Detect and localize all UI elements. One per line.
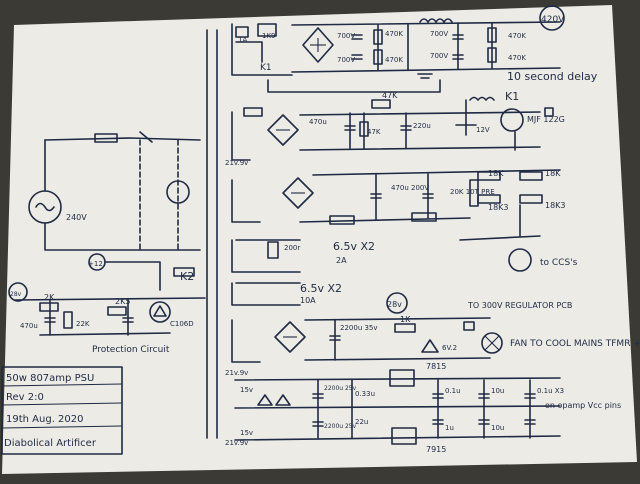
label-470k-d: 470K <box>508 54 526 62</box>
label-15v-b: 15v <box>240 429 253 437</box>
bus-bars <box>206 29 218 439</box>
label-2k5: 2K5 <box>115 297 130 306</box>
label-47k-b: 47K <box>367 128 381 136</box>
label-7815: 7815 <box>426 362 446 371</box>
label-7915: 7915 <box>426 445 446 454</box>
label-65v-x2: 6.5v X2 <box>333 240 375 253</box>
label-18k-a: 18K <box>488 169 504 178</box>
label-47k: 47K <box>382 91 398 100</box>
label-01u-x3: 0.1u X3 <box>537 387 564 395</box>
heater-section-b <box>231 282 301 306</box>
label-15v-a: 15v <box>240 386 253 394</box>
label-700v-b: 700V <box>337 56 355 64</box>
label-28v: 28v <box>387 300 402 309</box>
label-mjf: MJF 122G <box>527 115 565 124</box>
title-line4: Diabolical Artificer <box>4 438 97 449</box>
title-line2: Rev 2:0 <box>6 392 44 403</box>
label-470k-b: 470K <box>385 56 403 64</box>
label-12v: 12V <box>476 126 490 134</box>
opamp-supply-section <box>234 369 561 445</box>
label-6v2: 6V.2 <box>442 344 457 352</box>
label-700v-a: 700V <box>337 32 355 40</box>
hv-supply-section <box>231 5 565 93</box>
label-21v-b: 21v.9v <box>225 369 248 377</box>
ccs-supply-section <box>231 169 561 241</box>
label-470u-200v: 470u 200V <box>391 184 429 192</box>
label-470k-c: 470K <box>508 32 526 40</box>
protection-circuit <box>8 253 206 336</box>
label-to-regulator: TO 300V REGULATOR PCB <box>467 301 572 310</box>
delay-section: 10 second delay K1 <box>231 70 598 161</box>
label-c106d: C106D <box>170 320 194 328</box>
label-470u-b: 470u <box>20 322 38 330</box>
label-240v: 240V <box>66 213 87 222</box>
label-18k3-b: 18K3 <box>545 201 566 210</box>
label-fuse-1a: 1A <box>238 36 247 44</box>
title-block: 50w 807amp PSU Rev 2:0 19th Aug. 2020 Di… <box>1 366 123 455</box>
title-line3: 19th Aug. 2020 <box>6 414 84 425</box>
label-2a: 2A <box>336 256 347 265</box>
label-200r: 200r <box>284 244 300 252</box>
label-1u: 1u <box>445 424 454 432</box>
label-10u-b: 10u <box>491 424 504 432</box>
label-420v: 420V <box>541 15 565 25</box>
label-k1: K1 <box>505 90 519 103</box>
title-line1: 50w 807amp PSU <box>6 373 94 384</box>
label-1k9: 1K9 <box>262 32 276 40</box>
label-fan: FAN TO COOL MAINS TFMR + PSU <box>510 339 640 349</box>
paper-sheet <box>2 5 637 474</box>
label-2k: 2K <box>44 293 55 302</box>
label-2200u-25v-a: 2200u 25v <box>324 385 357 392</box>
label-delay: 10 second delay <box>507 70 598 83</box>
label-protection: Protection Circuit <box>92 345 170 355</box>
label-10a: 10A <box>300 296 316 305</box>
label-2200u-35v: 2200u 35v <box>340 324 378 332</box>
label-2200u-25v-b: 2200u 25v <box>324 423 357 430</box>
label-22k: 22K <box>76 320 90 328</box>
label-18k3-a: 18K3 <box>488 203 509 212</box>
label-k1-relay: K1 <box>260 63 272 73</box>
label-21v-c: 21v.9v <box>225 439 248 447</box>
ccs-output-node <box>508 248 532 272</box>
fan-supply-section <box>231 317 503 363</box>
label-700v-c: 700V <box>430 30 448 38</box>
label-033u: 0.33u <box>355 390 375 398</box>
label-470k-a: 470K <box>385 30 403 38</box>
mains-input-section <box>28 131 201 251</box>
label-470u: 470u <box>309 118 327 126</box>
label-220u: 220u <box>413 122 431 130</box>
label-65v-x2-b: 6.5v X2 <box>300 282 342 295</box>
label-10u: 10u <box>491 387 504 395</box>
label-1k: 1K <box>400 315 411 324</box>
label-k2: K2 <box>180 270 194 283</box>
heater-section-a <box>231 239 301 273</box>
label-18k-b: 18K <box>545 169 561 178</box>
label-01u: 0.1u <box>445 387 461 395</box>
node-28v <box>386 292 408 314</box>
label-22u: 22u <box>355 418 368 426</box>
label-opamp: on opamp Vcc pins <box>545 401 621 410</box>
label-to-ccs: to CCS's <box>540 258 578 268</box>
label-20k-pre: 20K 10T PRE <box>450 188 495 196</box>
label-21v-a: 21v.9v <box>225 159 248 167</box>
label-700v-d: 700V <box>430 52 448 60</box>
label-plus12: +12 <box>88 260 103 268</box>
label-28v-b: 28v <box>10 291 22 298</box>
